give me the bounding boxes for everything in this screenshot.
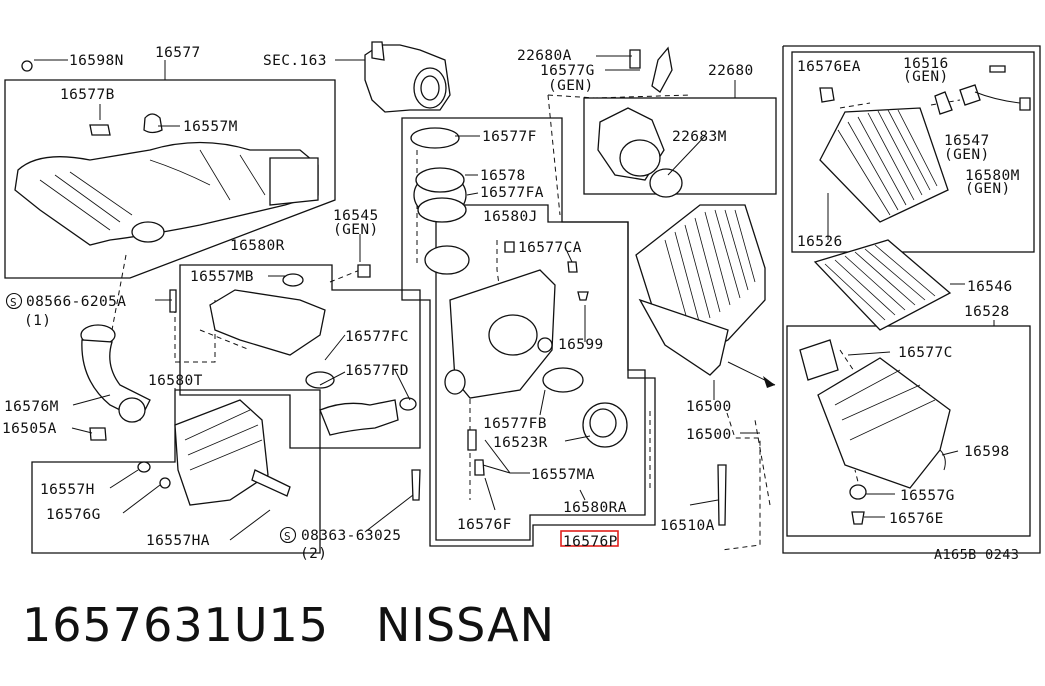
label-16577B: 16577B xyxy=(60,87,115,103)
label-16580R: 16580R xyxy=(230,238,285,254)
label-16557H: 16557H xyxy=(40,482,95,498)
label-qty-1: (1) xyxy=(24,313,51,329)
svg-text:S: S xyxy=(10,296,17,309)
label-gen-3: (GEN) xyxy=(944,147,990,163)
label-08363-63025: 08363-63025 xyxy=(301,528,401,544)
label-16580RA: 16580RA xyxy=(563,500,627,516)
label-16557MB: 16557MB xyxy=(190,269,254,285)
label-16580M: 16580M xyxy=(965,168,1020,184)
label-16546: 16546 xyxy=(967,279,1013,295)
label-16598N: 16598N xyxy=(69,53,124,69)
label-gen-1: (GEN) xyxy=(548,78,594,94)
label-16505A: 16505A xyxy=(2,421,57,437)
lower-case-drawing xyxy=(411,261,628,501)
label-16578: 16578 xyxy=(480,168,526,184)
filter-upper-drawing xyxy=(819,65,1031,223)
label-16500-center: 16500 xyxy=(686,399,732,415)
label-16576M: 16576M xyxy=(4,399,59,415)
label-gen-4: (GEN) xyxy=(965,181,1011,197)
label-drawing-code: A165B 0243 xyxy=(934,547,1019,563)
label-16576E: 16576E xyxy=(889,511,944,527)
label-16510A: 16510A xyxy=(660,518,715,534)
label-16577CA: 16577CA xyxy=(518,240,582,256)
svg-text:S: S xyxy=(284,530,291,543)
label-16557MA: 16557MA xyxy=(531,467,595,483)
label-16598: 16598 xyxy=(964,444,1010,460)
filter-element-drawing xyxy=(813,239,952,331)
label-16580J: 16580J xyxy=(483,209,538,225)
label-qty-2: (2) xyxy=(300,546,327,562)
label-sec-163: SEC.163 xyxy=(263,53,327,69)
leader-lines xyxy=(34,55,995,541)
caption-brand: NISSAN xyxy=(375,598,556,652)
label-16523R: 16523R xyxy=(493,435,548,451)
label-16577G: 16577G xyxy=(540,63,595,79)
resonator-drawing xyxy=(80,289,291,506)
label-16576F: 16576F xyxy=(457,517,512,533)
part-caption: 1657631U15 NISSAN xyxy=(22,598,555,652)
label-16599: 16599 xyxy=(558,337,604,353)
air-cleaner-drawing xyxy=(635,204,776,526)
label-16500-right: 16500 xyxy=(686,427,732,443)
intake-duct-drawing xyxy=(14,60,319,246)
label-16547: 16547 xyxy=(944,133,990,149)
s-symbols: S S xyxy=(5,292,297,544)
throttle-body-drawing xyxy=(364,41,451,113)
hose-clamps-drawing xyxy=(357,127,515,278)
lower-case-right-drawing xyxy=(799,339,951,525)
label-16557HA: 16557HA xyxy=(146,533,210,549)
frames xyxy=(4,45,1041,554)
part-drawings xyxy=(14,41,1031,526)
label-16580T: 16580T xyxy=(148,373,203,389)
label-16577FA: 16577FA xyxy=(480,185,544,201)
label-16577FC: 16577FC xyxy=(345,329,409,345)
label-16576G: 16576G xyxy=(46,507,101,523)
label-16526: 16526 xyxy=(797,234,843,250)
label-16545: 16545 xyxy=(333,208,379,224)
label-16577C: 16577C xyxy=(898,345,953,361)
part-labels: 16598N 16577 SEC.163 22680A 16577G (GEN)… xyxy=(2,45,1020,563)
label-22680A: 22680A xyxy=(517,48,572,64)
caption-part-number: 1657631U15 xyxy=(22,598,330,652)
duct-16580R-drawing xyxy=(209,273,417,436)
maf-sensor-drawing xyxy=(597,46,683,198)
label-gen-2: (GEN) xyxy=(903,69,949,85)
label-16576P: 16576P xyxy=(563,534,618,550)
highlight-box xyxy=(560,530,619,547)
label-gen-5: (GEN) xyxy=(333,222,379,238)
label-16557G: 16557G xyxy=(900,488,955,504)
label-16516: 16516 xyxy=(903,56,949,72)
label-16577F: 16577F xyxy=(482,129,537,145)
label-16577: 16577 xyxy=(155,45,201,61)
label-16577FD: 16577FD xyxy=(345,363,409,379)
label-16577FB: 16577FB xyxy=(483,416,547,432)
label-22680: 22680 xyxy=(708,63,754,79)
label-16557M: 16557M xyxy=(183,119,238,135)
label-16528: 16528 xyxy=(964,304,1010,320)
label-16576EA: 16576EA xyxy=(797,59,861,75)
label-22683M: 22683M xyxy=(672,129,727,145)
label-08566-6205A: 08566-6205A xyxy=(26,294,126,310)
